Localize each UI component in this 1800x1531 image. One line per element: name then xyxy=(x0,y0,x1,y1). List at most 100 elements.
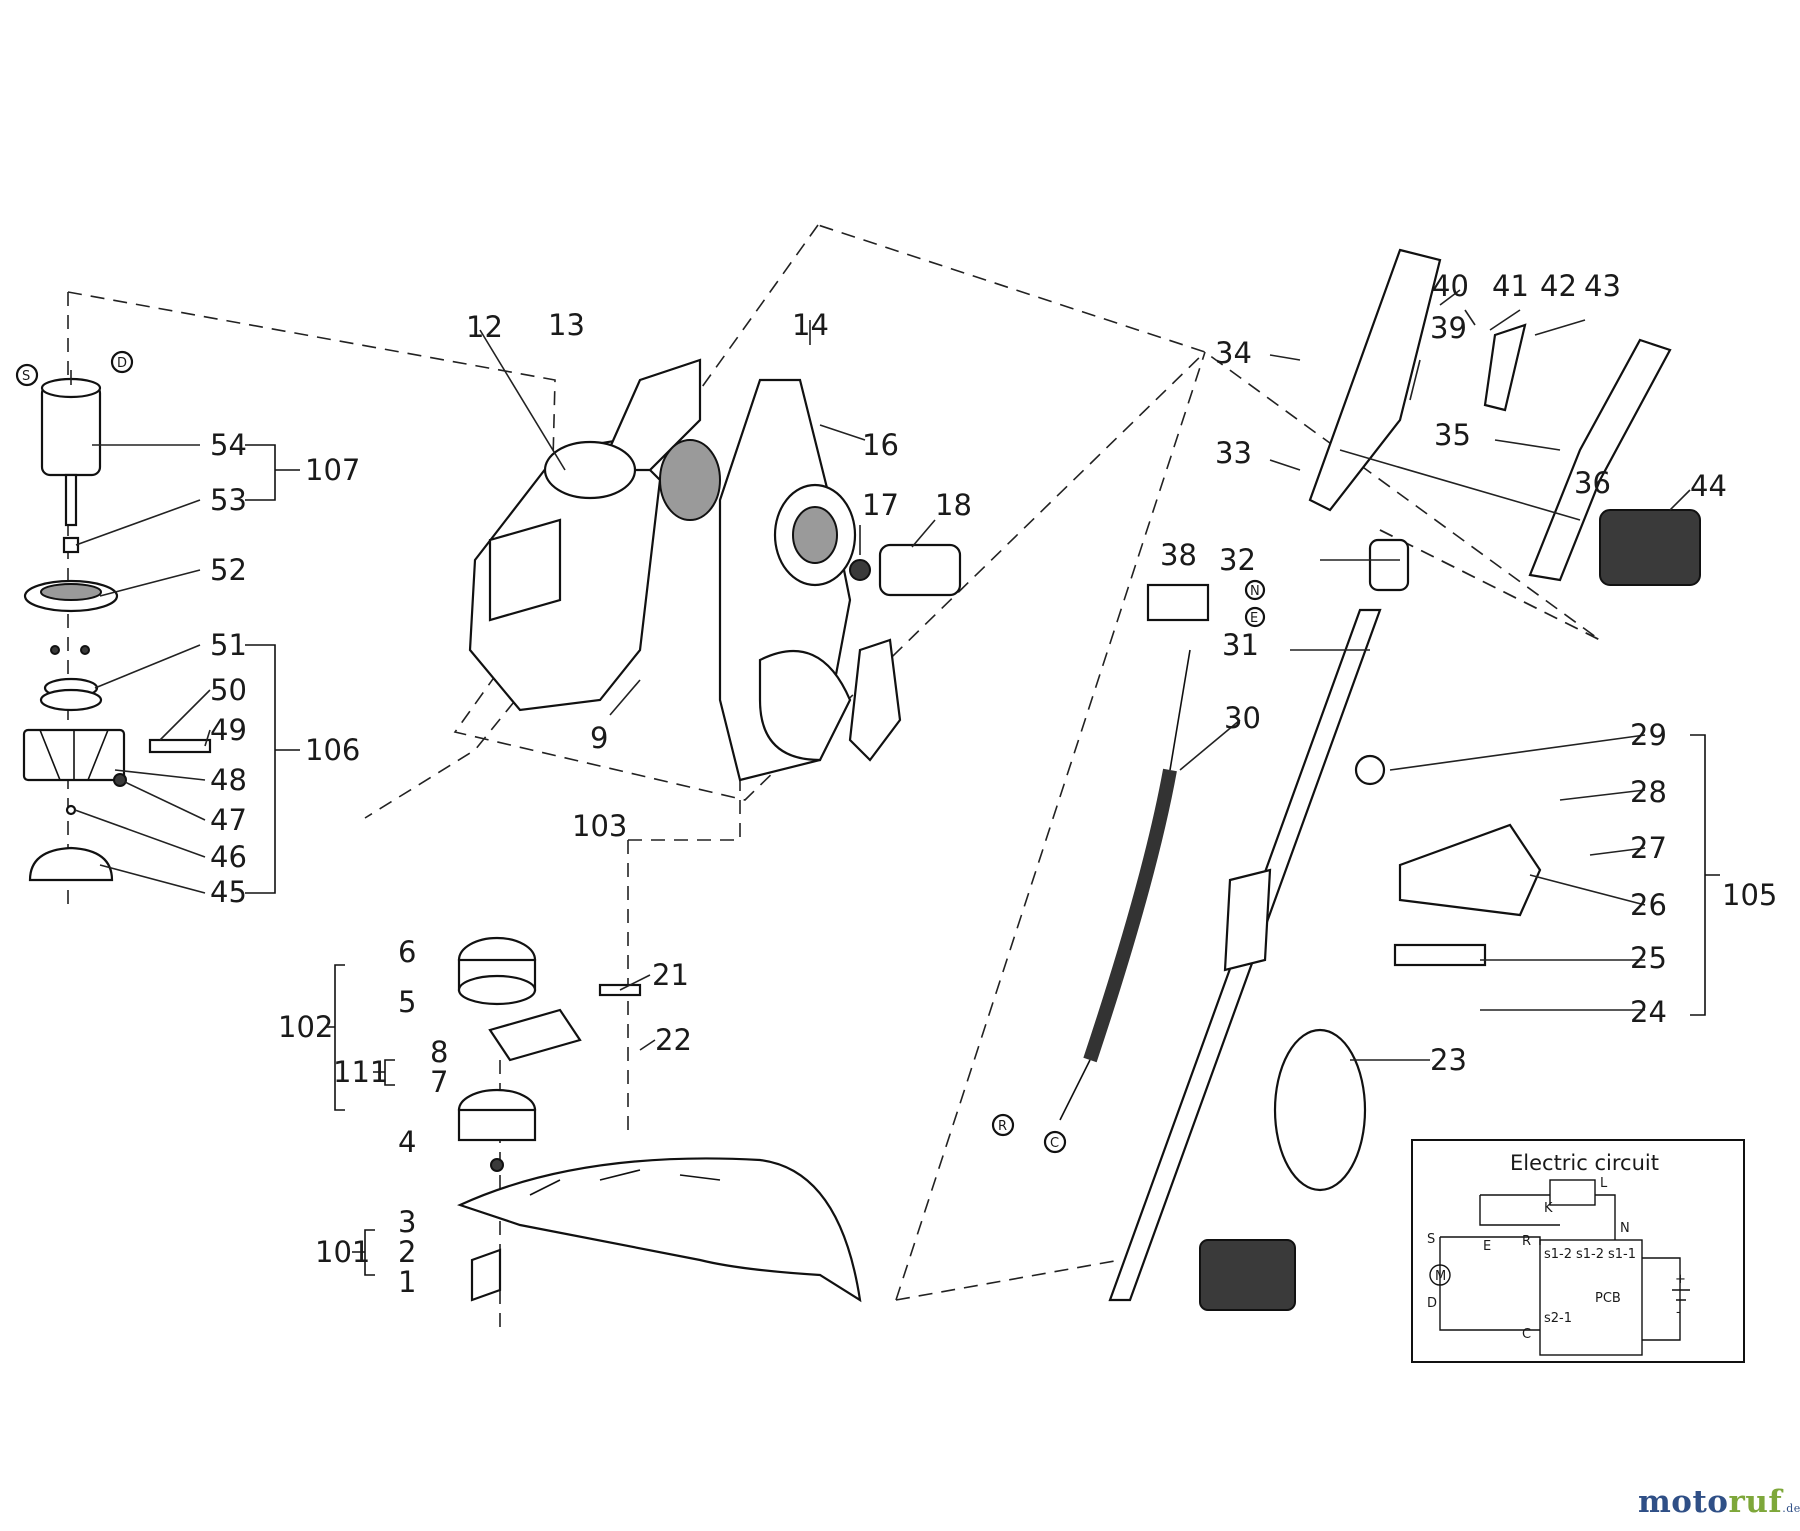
circuit-s1-1: s1-1 xyxy=(1608,1247,1636,1262)
part-label-25: 25 xyxy=(1630,941,1667,975)
part-label-32: 32 xyxy=(1219,543,1256,577)
marker-s: S xyxy=(22,369,30,384)
watermark-part2: ruf xyxy=(1728,1484,1783,1520)
plate-2 xyxy=(470,1248,502,1302)
part-label-43: 43 xyxy=(1584,269,1621,303)
assembly-label-111: 111 xyxy=(333,1055,388,1089)
marker-d: D xyxy=(117,356,127,371)
part-label-38: 38 xyxy=(1160,538,1197,572)
part-label-17: 17 xyxy=(862,488,899,522)
guard-3 xyxy=(457,1157,862,1303)
circuit-n: N xyxy=(1620,1221,1630,1236)
part-label-2: 2 xyxy=(398,1235,416,1269)
circuit-d: D xyxy=(1427,1296,1437,1311)
circuit-s1-2a: s1-2 xyxy=(1544,1247,1572,1262)
part-label-44: 44 xyxy=(1690,469,1727,503)
part-label-54: 54 xyxy=(210,428,247,462)
terminal-d-icon xyxy=(110,350,134,374)
circuit-l: L xyxy=(1600,1176,1608,1191)
leader-lines xyxy=(74,289,1691,1061)
circuit-e: E xyxy=(1483,1239,1491,1254)
bracket-5 xyxy=(488,1008,582,1062)
part-label-16: 16 xyxy=(862,428,899,462)
housing-group xyxy=(468,358,962,782)
circuit-s2-1: s2-1 xyxy=(1544,1311,1572,1326)
part-label-42: 42 xyxy=(1540,269,1577,303)
circuit-s1-2b: s1-2 xyxy=(1576,1247,1604,1262)
guard-group xyxy=(457,936,862,1303)
marker-r: R xyxy=(998,1119,1007,1134)
part-label-6: 6 xyxy=(398,935,416,969)
circuit-plus: + xyxy=(1675,1272,1686,1287)
part-labels: 1 2 3 4 5 6 7 8 9 12 13 14 16 17 18 21 2… xyxy=(22,269,1777,1299)
part-label-49: 49 xyxy=(210,713,247,747)
electric-circuit-box: Electric circuit L K N S E R M D C s1-2 … xyxy=(1411,1139,1745,1363)
marker-c: C xyxy=(1050,1136,1059,1151)
collar-32 xyxy=(1368,538,1410,592)
marker-e: E xyxy=(1250,611,1258,626)
part-label-13: 13 xyxy=(548,308,585,342)
terminal-s-icon xyxy=(15,363,39,387)
circuit-pcb: PCB xyxy=(1595,1291,1621,1306)
part-label-34: 34 xyxy=(1215,336,1252,370)
part-label-31: 31 xyxy=(1222,628,1259,662)
handle-group xyxy=(1199,248,1701,1311)
part-label-3: 3 xyxy=(398,1205,416,1239)
part-label-51: 51 xyxy=(210,628,247,662)
part-label-39: 39 xyxy=(1430,311,1467,345)
part-label-22: 22 xyxy=(655,1023,692,1057)
charger-plug xyxy=(1199,1239,1296,1311)
assembly-label-103: 103 xyxy=(572,809,627,843)
part-label-24: 24 xyxy=(1630,995,1667,1029)
part-label-23: 23 xyxy=(1430,1043,1467,1077)
assembly-label-102: 102 xyxy=(278,1010,333,1044)
part-label-29: 29 xyxy=(1630,718,1667,752)
cap-45 xyxy=(28,846,114,882)
circuit-minus: - xyxy=(1676,1305,1681,1320)
circuit-k: K xyxy=(1544,1201,1553,1216)
motor-shaft-53 xyxy=(64,473,78,527)
assembly-brackets xyxy=(245,444,1720,1276)
part-label-36: 36 xyxy=(1574,466,1611,500)
cable-30 xyxy=(1083,768,1177,1063)
part-label-50: 50 xyxy=(210,673,247,707)
part-label-12: 12 xyxy=(466,310,503,344)
part-label-35: 35 xyxy=(1434,418,1471,452)
part-label-21: 21 xyxy=(652,958,689,992)
part-label-4: 4 xyxy=(398,1125,416,1159)
motor-54 xyxy=(40,383,102,477)
clamp-25 xyxy=(1393,943,1487,967)
part-label-52: 52 xyxy=(210,553,247,587)
connector-38 xyxy=(1146,583,1210,622)
gear-drive-18 xyxy=(878,543,962,597)
part-label-33: 33 xyxy=(1215,436,1252,470)
part-label-53: 53 xyxy=(210,483,247,517)
handle-36 xyxy=(1308,248,1442,512)
part-label-40: 40 xyxy=(1432,269,1469,303)
circuit-title: Electric circuit xyxy=(1510,1151,1659,1175)
watermark-part3: .de xyxy=(1782,1502,1800,1515)
watermark-logo: motoruf.de xyxy=(1638,1484,1800,1520)
battery-44 xyxy=(1599,509,1701,586)
part-label-18: 18 xyxy=(935,488,972,522)
watermark-part1: moto xyxy=(1638,1484,1729,1520)
aux-handle-26 xyxy=(1398,823,1542,917)
part-label-27: 27 xyxy=(1630,831,1667,865)
charger-23 xyxy=(1273,1028,1367,1192)
part-label-45: 45 xyxy=(210,875,247,909)
clip-49 xyxy=(148,738,212,754)
part-label-46: 46 xyxy=(210,840,247,874)
part-label-14: 14 xyxy=(792,308,829,342)
part-label-8: 8 xyxy=(430,1035,448,1069)
assembly-label-105: 105 xyxy=(1722,878,1777,912)
part-label-26: 26 xyxy=(1630,888,1667,922)
assembly-label-107: 107 xyxy=(305,453,360,487)
part-label-28: 28 xyxy=(1630,775,1667,809)
shaft-group xyxy=(991,538,1410,1302)
part-label-5: 5 xyxy=(398,985,416,1019)
circuit-m: M xyxy=(1435,1269,1446,1284)
marker-n: N xyxy=(1250,584,1260,599)
circuit-r: R xyxy=(1522,1234,1531,1249)
circuit-s: S xyxy=(1427,1232,1435,1247)
part-label-47: 47 xyxy=(210,803,247,837)
